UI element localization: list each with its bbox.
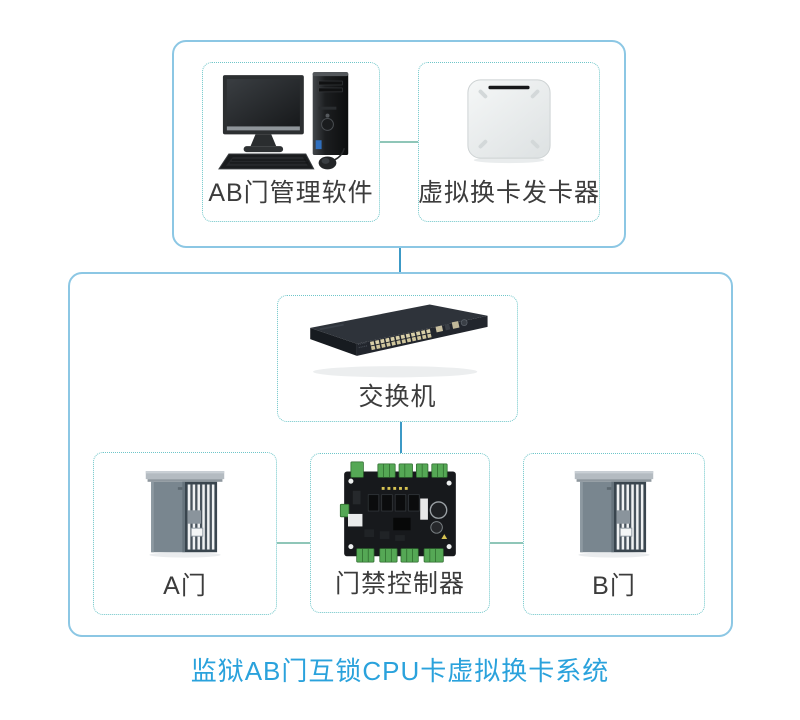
item-network-switch: 交换机: [277, 295, 518, 422]
connector-door-a-controller: [277, 542, 310, 544]
access-controller-icon: [311, 454, 489, 571]
connector-switch-controller: [400, 422, 402, 453]
card-issuer-icon: [419, 63, 599, 180]
prison-door-icon: [524, 454, 704, 573]
item-label: AB门管理软件: [208, 178, 374, 207]
item-label: 虚拟换卡发卡器: [418, 178, 601, 207]
item-ab-door-software: AB门管理软件: [202, 62, 380, 222]
diagram-title: 监狱AB门互锁CPU卡虚拟换卡系统: [190, 656, 610, 686]
item-access-controller: 门禁控制器: [310, 453, 490, 613]
connector-controller-door-b: [490, 542, 523, 544]
network-switch-icon: [278, 296, 517, 384]
item-label: A门: [163, 571, 207, 600]
item-door-a: A门: [93, 452, 277, 615]
prison-door-icon: [94, 453, 276, 573]
connector-software-issuer: [380, 141, 418, 143]
connector-groups-vertical: [399, 248, 401, 272]
item-door-b: B门: [523, 453, 705, 615]
desktop-computer-icon: [203, 63, 379, 180]
item-label: 门禁控制器: [334, 569, 465, 598]
item-label: 交换机: [358, 382, 437, 411]
item-virtual-card-issuer: 虚拟换卡发卡器: [418, 62, 600, 222]
item-label: B门: [592, 571, 636, 600]
